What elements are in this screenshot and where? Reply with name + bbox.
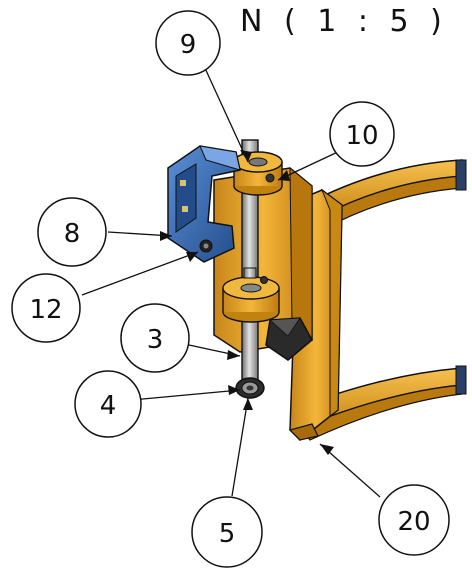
arrowhead-4 (228, 385, 240, 395)
balloon-label-20: 20 (397, 507, 430, 537)
balloon-20: 20 (378, 484, 450, 556)
balloon-5: 5 (191, 496, 263, 568)
balloon-circle (329, 101, 395, 167)
balloon-label-3: 3 (147, 325, 164, 355)
arrowhead-10 (278, 170, 290, 181)
arrowhead-12 (186, 252, 198, 262)
balloon-circle (155, 10, 221, 76)
balloon-circle (11, 273, 81, 343)
bracket-part-8 (167, 145, 241, 263)
balloon-label-4: 4 (100, 391, 117, 421)
arrowhead-3 (227, 350, 240, 360)
bearing-housing (213, 166, 313, 361)
leader-20 (319, 443, 381, 498)
collar-part-10 (233, 151, 283, 196)
leader-10 (277, 149, 343, 181)
leader-arrowheads (160, 150, 334, 455)
balloon-9: 9 (155, 10, 221, 76)
arrowhead-5 (243, 398, 253, 410)
leader-12 (81, 251, 199, 296)
balloon-circle (378, 484, 450, 556)
balloon-circle (37, 197, 107, 267)
view-title: N ( 1 : 5 ) (240, 4, 448, 39)
balloon-label-10: 10 (345, 121, 378, 151)
balloon-label-12: 12 (29, 295, 62, 325)
balloon-8: 8 (37, 197, 107, 267)
balloon-label-8: 8 (64, 219, 81, 249)
lower-collar (222, 267, 280, 323)
leader-4 (131, 389, 241, 401)
balloon-3: 3 (120, 303, 190, 373)
balloon-10: 10 (329, 101, 395, 167)
balloon-4: 4 (74, 370, 142, 438)
frame-part-20 (288, 159, 467, 442)
balloon-circle (120, 303, 190, 373)
balloon-circle (74, 370, 142, 438)
balloon-circle (191, 496, 263, 568)
arrowhead-20 (320, 444, 334, 455)
balloon-label-5: 5 (219, 519, 236, 549)
nut-part-4 (235, 377, 265, 399)
leader-lines (81, 65, 381, 498)
balloon-12: 12 (11, 273, 81, 343)
leader-9 (203, 65, 249, 163)
leader-5 (231, 397, 249, 497)
balloon-label-9: 9 (180, 30, 197, 60)
arrowhead-9 (240, 150, 252, 162)
arrowhead-8 (160, 231, 172, 241)
